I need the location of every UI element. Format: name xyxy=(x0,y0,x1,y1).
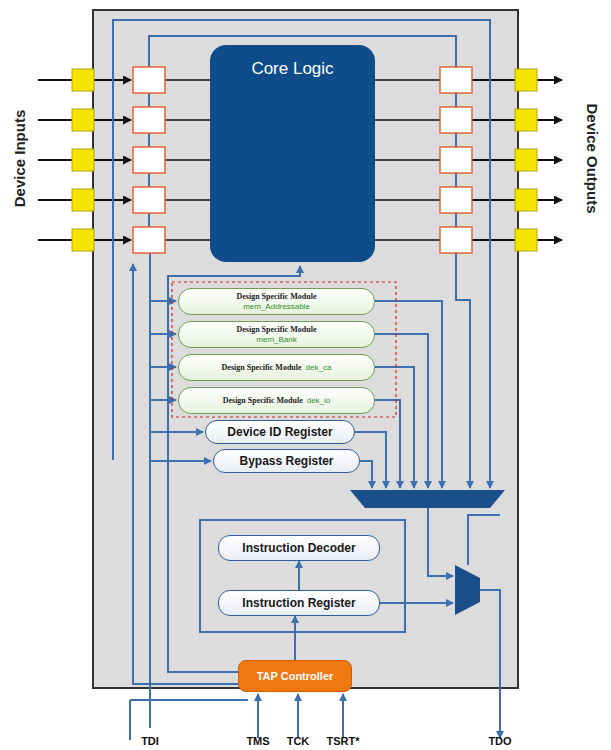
signal-name: TDO xyxy=(488,735,511,747)
box-title: Bypass Register xyxy=(239,454,333,468)
output-mux xyxy=(455,565,480,615)
design-module: Design Specific Module dek_io xyxy=(178,387,375,414)
box-title: Design Specific Module xyxy=(237,325,317,335)
box-title: Design Specific Module xyxy=(237,292,317,302)
box-title: Core Logic xyxy=(251,59,333,79)
scan-chain-wires xyxy=(113,20,500,740)
design-module: Design Specific Module dek_ca xyxy=(178,354,375,381)
signal-connector xyxy=(294,616,296,660)
box-title: TAP Controller xyxy=(257,670,334,683)
register-box: Device ID Register xyxy=(205,420,355,444)
signal-name: TSRT* xyxy=(327,735,360,747)
instruction-group-outline xyxy=(200,520,405,632)
signal-name: TCK xyxy=(287,735,310,747)
chip-outline xyxy=(93,10,518,688)
box-title: Design Specific Module xyxy=(222,363,302,373)
module-name: dek_io xyxy=(307,396,331,406)
io-group-label: Device Inputs xyxy=(12,109,29,207)
box-title: Design Specific Module xyxy=(223,396,303,406)
signal-name: TMS xyxy=(246,735,269,747)
box-title: Device ID Register xyxy=(227,425,332,439)
io-group-label: Device Outputs xyxy=(584,103,601,213)
register-box: Bypass Register xyxy=(213,449,360,473)
design-module: Design Specific Modulemem_Addressable xyxy=(178,288,375,315)
module-name: dek_ca xyxy=(306,363,332,373)
tap-controller: TAP Controller xyxy=(238,660,352,692)
signal-name: TDI xyxy=(141,735,159,747)
module-name: mem_Bank xyxy=(256,335,296,345)
signal-connector xyxy=(298,561,300,590)
box-title: Instruction Decoder xyxy=(242,541,355,555)
decoder-box: Instruction Decoder xyxy=(218,535,380,561)
module-group-outline xyxy=(172,282,396,417)
design-module: Design Specific Modulemem_Bank xyxy=(178,321,375,348)
register-mux xyxy=(350,490,505,508)
core-logic-block: Core Logic xyxy=(210,45,375,262)
module-name: mem_Addressable xyxy=(243,302,310,312)
register-box: Instruction Register xyxy=(218,590,380,616)
box-title: Instruction Register xyxy=(242,596,355,610)
